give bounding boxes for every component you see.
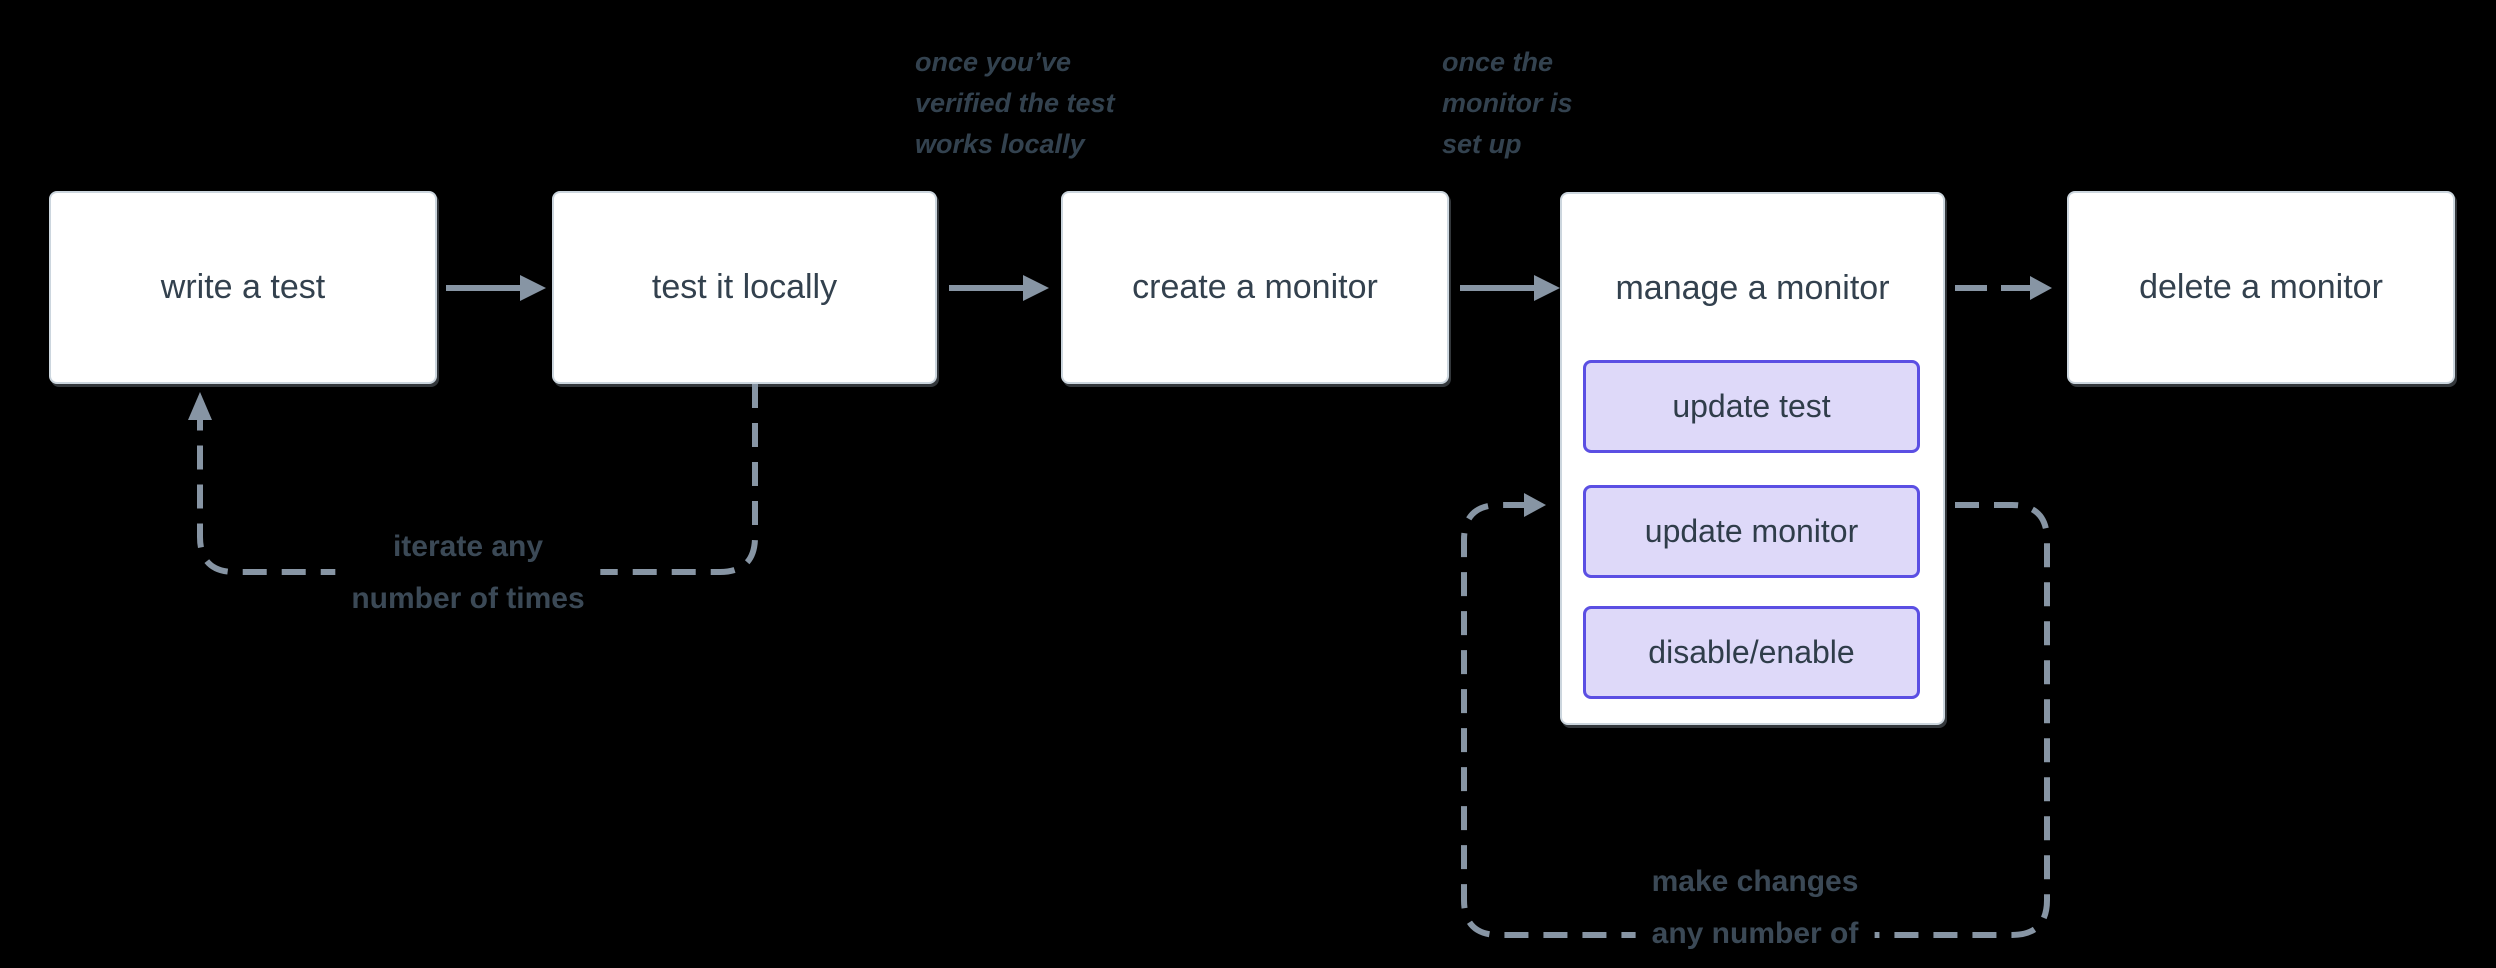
annotation-line: once you’ve	[915, 47, 1072, 77]
action-label: update monitor	[1644, 513, 1859, 549]
node-label: write a test	[160, 268, 326, 306]
loop-label-line: make changes	[1651, 865, 1859, 898]
node-manage-a-monitor: manage a monitor update test update moni…	[1560, 192, 1945, 725]
arrow-write-to-test	[446, 275, 546, 301]
action-label: update test	[1672, 388, 1831, 424]
annotation-once-set-up: once the monitor is set up	[1442, 42, 1573, 165]
annotation-line: monitor is	[1442, 88, 1573, 118]
arrow-create-to-manage	[1460, 275, 1560, 301]
arrowhead-right-icon	[1534, 275, 1560, 301]
manage-action-update-monitor: update monitor	[1583, 485, 1920, 578]
node-write-a-test: write a test	[49, 191, 437, 384]
node-label: delete a monitor	[2139, 268, 2383, 306]
node-test-it-locally: test it locally	[552, 191, 937, 384]
annotation-line: works locally	[915, 129, 1085, 159]
arrowhead-right-icon	[1023, 275, 1049, 301]
manage-action-update-test: update test	[1583, 360, 1920, 453]
annotation-line: once the	[1442, 47, 1554, 77]
loop-label-line: any number of	[1651, 917, 1859, 950]
node-label: test it locally	[651, 268, 838, 306]
action-label: disable/enable	[1648, 634, 1855, 670]
loop-label-line: number of times	[351, 582, 585, 615]
node-label: manage a monitor	[1615, 268, 1890, 307]
label-manage-loop: make changes any number of times	[1635, 856, 1875, 968]
arrowhead-up-icon	[188, 392, 212, 420]
arrow-test-to-create	[949, 275, 1049, 301]
annotation-line: verified the test	[915, 88, 1115, 118]
loop-label-line: iterate any	[392, 530, 544, 563]
arrowhead-right-icon	[520, 275, 546, 301]
manage-action-disable-enable: disable/enable	[1583, 606, 1920, 699]
loop-label-line: times	[1652, 960, 1859, 968]
label-iterate-loop: iterate any number of times	[335, 521, 601, 625]
arrowhead-right-icon	[1524, 493, 1546, 517]
annotation-line: set up	[1442, 129, 1522, 159]
node-label: create a monitor	[1132, 268, 1378, 306]
annotation-once-verified: once you’ve verified the test works loca…	[915, 42, 1115, 165]
node-create-a-monitor: create a monitor	[1061, 191, 1449, 384]
arrowhead-right-icon	[2030, 276, 2052, 300]
dashed-arrow-manage-to-delete	[1955, 276, 2052, 300]
node-delete-a-monitor: delete a monitor	[2067, 191, 2455, 384]
